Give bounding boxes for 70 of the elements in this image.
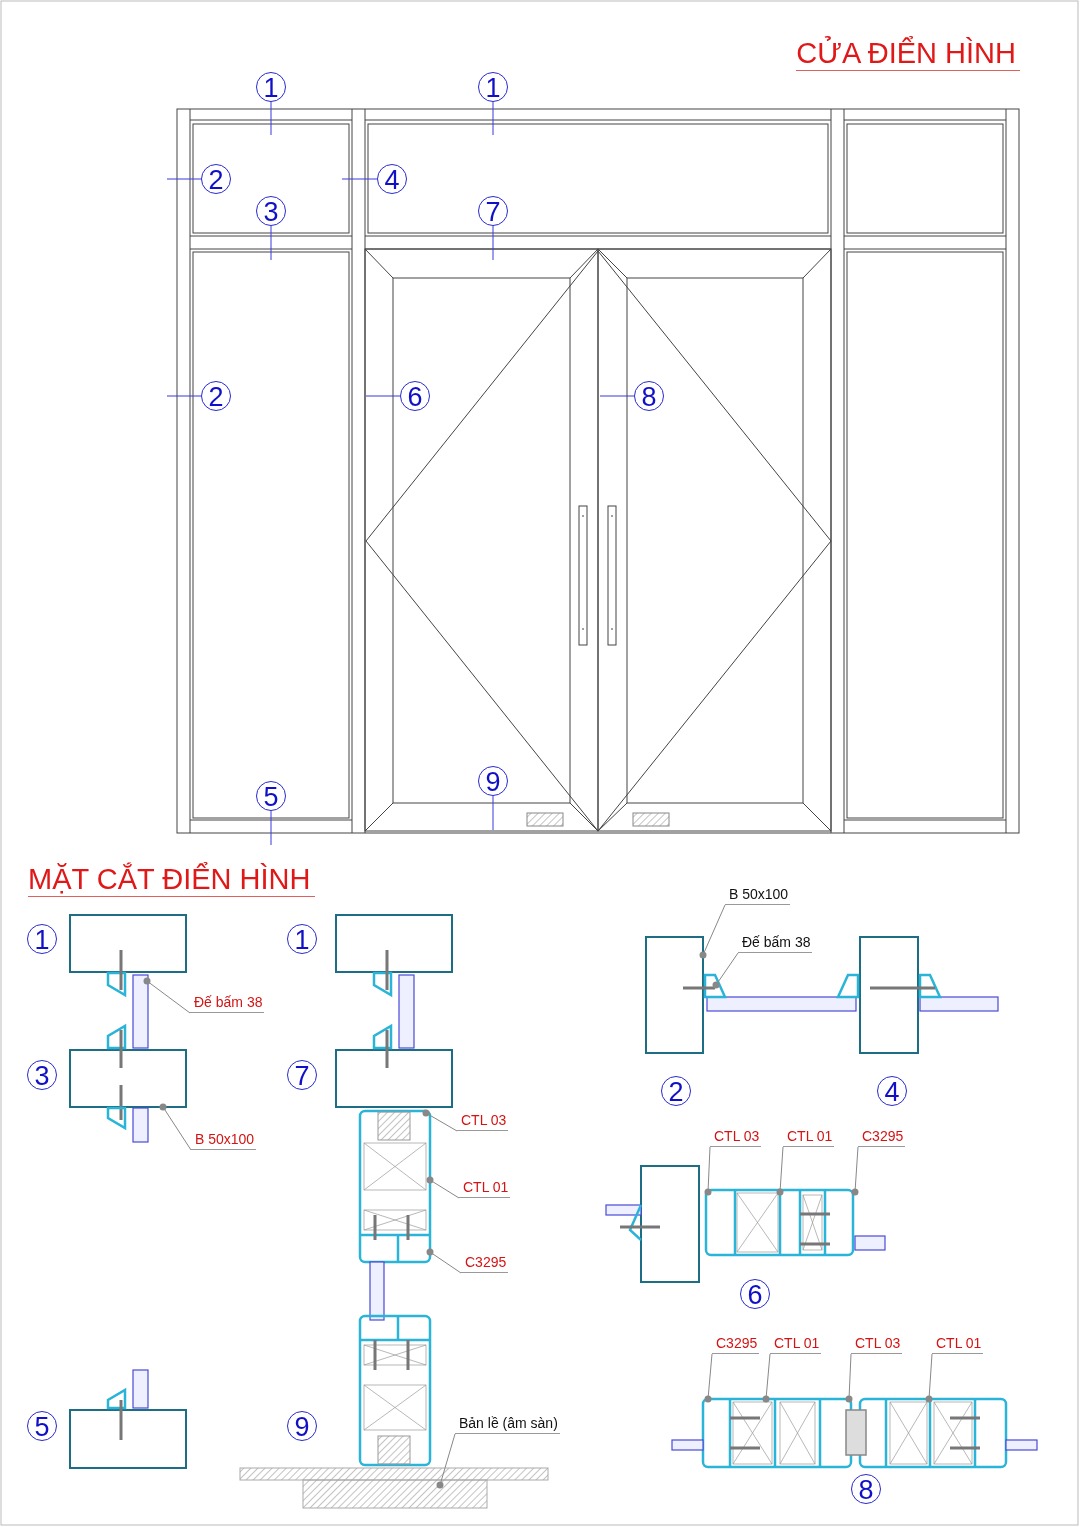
callout-number: 1 [287, 924, 317, 954]
callout-number: 3 [27, 1060, 57, 1090]
part-label: C3295 [858, 1128, 906, 1147]
leader-line [166, 178, 202, 180]
leader-line [845, 1353, 853, 1403]
leader-line [436, 1433, 456, 1489]
leader-line [422, 1109, 458, 1132]
callout-number: 9 [287, 1411, 317, 1441]
part-label: CTL 03 [457, 1112, 509, 1131]
leader-line [851, 1146, 859, 1196]
leader-line [166, 395, 202, 397]
leader-line [776, 1146, 784, 1196]
leader-line [365, 395, 401, 397]
part-label: CTL 03 [710, 1128, 762, 1147]
leader-line [492, 225, 494, 261]
callout-number: 1 [478, 72, 508, 102]
leader-line [492, 101, 494, 136]
leader-line [704, 1353, 713, 1403]
part-label: CTL 01 [783, 1128, 835, 1147]
callout-number: 6 [400, 381, 430, 411]
part-label: B 50x100 [191, 1131, 257, 1150]
leader-line [270, 101, 272, 136]
title: CỬA ĐIỂN HÌNH [796, 36, 1020, 71]
callout-number: 1 [27, 924, 57, 954]
leader-line [492, 795, 494, 831]
leader-line [341, 178, 378, 180]
part-label: CTL 01 [932, 1335, 984, 1354]
leader-line [762, 1353, 771, 1403]
callout-number: 2 [201, 164, 231, 194]
leader-line [143, 977, 191, 1014]
part-label: C3295 [461, 1254, 509, 1273]
part-label: Đế bấm 38 [738, 934, 813, 953]
callout-number: 2 [661, 1076, 691, 1106]
callout-number: 1 [256, 72, 286, 102]
callout-number: 5 [27, 1411, 57, 1441]
leader-line [270, 225, 272, 261]
part-label: Đế bấm 38 [190, 994, 265, 1013]
leader-line [712, 952, 739, 989]
section-drawing [69, 914, 187, 1143]
callout-number: 7 [478, 196, 508, 226]
section-drawing [671, 1397, 1038, 1469]
part-label: CTL 03 [851, 1335, 903, 1354]
callout-number: 3 [256, 196, 286, 226]
part-label: B 50x100 [725, 886, 791, 905]
part-label: Bản lề (âm sàn) [455, 1415, 560, 1434]
section-heading: MẶT CẮT ĐIỂN HÌNH [28, 862, 315, 897]
callout-number: 4 [377, 164, 407, 194]
callout-number: 7 [287, 1060, 317, 1090]
leader-line [699, 904, 726, 959]
callout-number: 2 [201, 381, 231, 411]
leader-line [270, 810, 272, 846]
callout-number: 5 [256, 781, 286, 811]
leader-line [925, 1353, 933, 1403]
part-label: CTL 01 [770, 1335, 822, 1354]
part-label: CTL 01 [459, 1179, 511, 1198]
leader-line [159, 1103, 192, 1151]
leader-line [426, 1176, 460, 1199]
section-drawing [605, 1165, 886, 1283]
callout-number: 8 [851, 1474, 881, 1504]
floor-drawing [239, 1467, 549, 1509]
section-drawing [645, 936, 999, 1054]
callout-number: 9 [478, 766, 508, 796]
leader-line [599, 395, 635, 397]
callout-number: 6 [740, 1279, 770, 1309]
part-label: C3295 [712, 1335, 760, 1354]
leader-line [426, 1248, 462, 1274]
callout-number: 8 [634, 381, 664, 411]
callout-number: 4 [877, 1076, 907, 1106]
section-drawing [335, 914, 453, 1467]
leader-line [704, 1146, 712, 1196]
